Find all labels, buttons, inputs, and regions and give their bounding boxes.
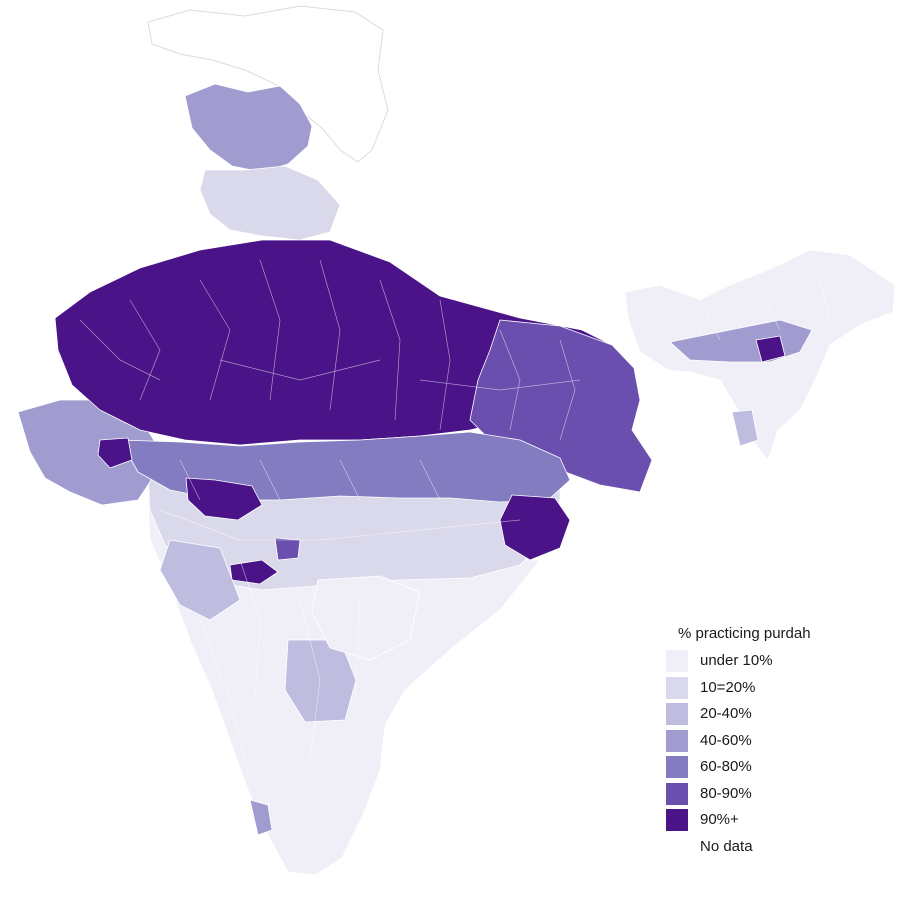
assam-dark-patch <box>755 335 786 363</box>
legend-item: under 10% <box>666 648 902 675</box>
punjab-himachal-region <box>199 165 341 241</box>
legend-label: 20-40% <box>700 705 752 723</box>
legend-label: 90%+ <box>700 811 739 829</box>
legend-swatch <box>666 809 688 832</box>
kashmir-region <box>184 83 313 173</box>
legend-title: % practicing purdah <box>678 625 811 642</box>
legend-item: 90%+ <box>666 807 902 834</box>
telangana-light-patch <box>311 575 421 661</box>
kerala-patch <box>249 799 273 836</box>
legend-swatch <box>666 756 688 779</box>
central-dark-patch-1 <box>185 477 263 521</box>
legend-item: 80-90% <box>666 781 902 808</box>
legend-label: 40-60% <box>700 731 752 749</box>
legend-swatch <box>666 729 688 752</box>
legend-item: 20-40% <box>666 701 902 728</box>
legend-label: under 10% <box>700 652 773 670</box>
legend-swatch <box>666 835 688 858</box>
legend-swatch <box>666 676 688 699</box>
legend-label: No data <box>700 837 753 855</box>
northern-nodata-outline <box>147 5 389 163</box>
legend-label: 60-80% <box>700 758 752 776</box>
legend-swatch <box>666 782 688 805</box>
legend-item: 40-60% <box>666 728 902 755</box>
legend-swatch <box>666 650 688 673</box>
legend-item: 10=20% <box>666 675 902 702</box>
legend-item: 60-80% <box>666 754 902 781</box>
legend-item: No data <box>666 834 902 861</box>
odisha-dark-patch <box>499 494 571 561</box>
tripura-patch <box>731 409 759 447</box>
map-legend: % practicing purdah under 10% 10=20% 20-40… <box>666 622 902 860</box>
maharashtra-patch <box>159 539 241 621</box>
legend-label: 80-90% <box>700 784 752 802</box>
district-lines <box>79 259 831 781</box>
legend-swatch <box>666 703 688 726</box>
deccan-dark-patch-2 <box>274 537 301 561</box>
legend-label: 10=20% <box>700 678 756 696</box>
central-dark-patch-2 <box>97 437 133 469</box>
